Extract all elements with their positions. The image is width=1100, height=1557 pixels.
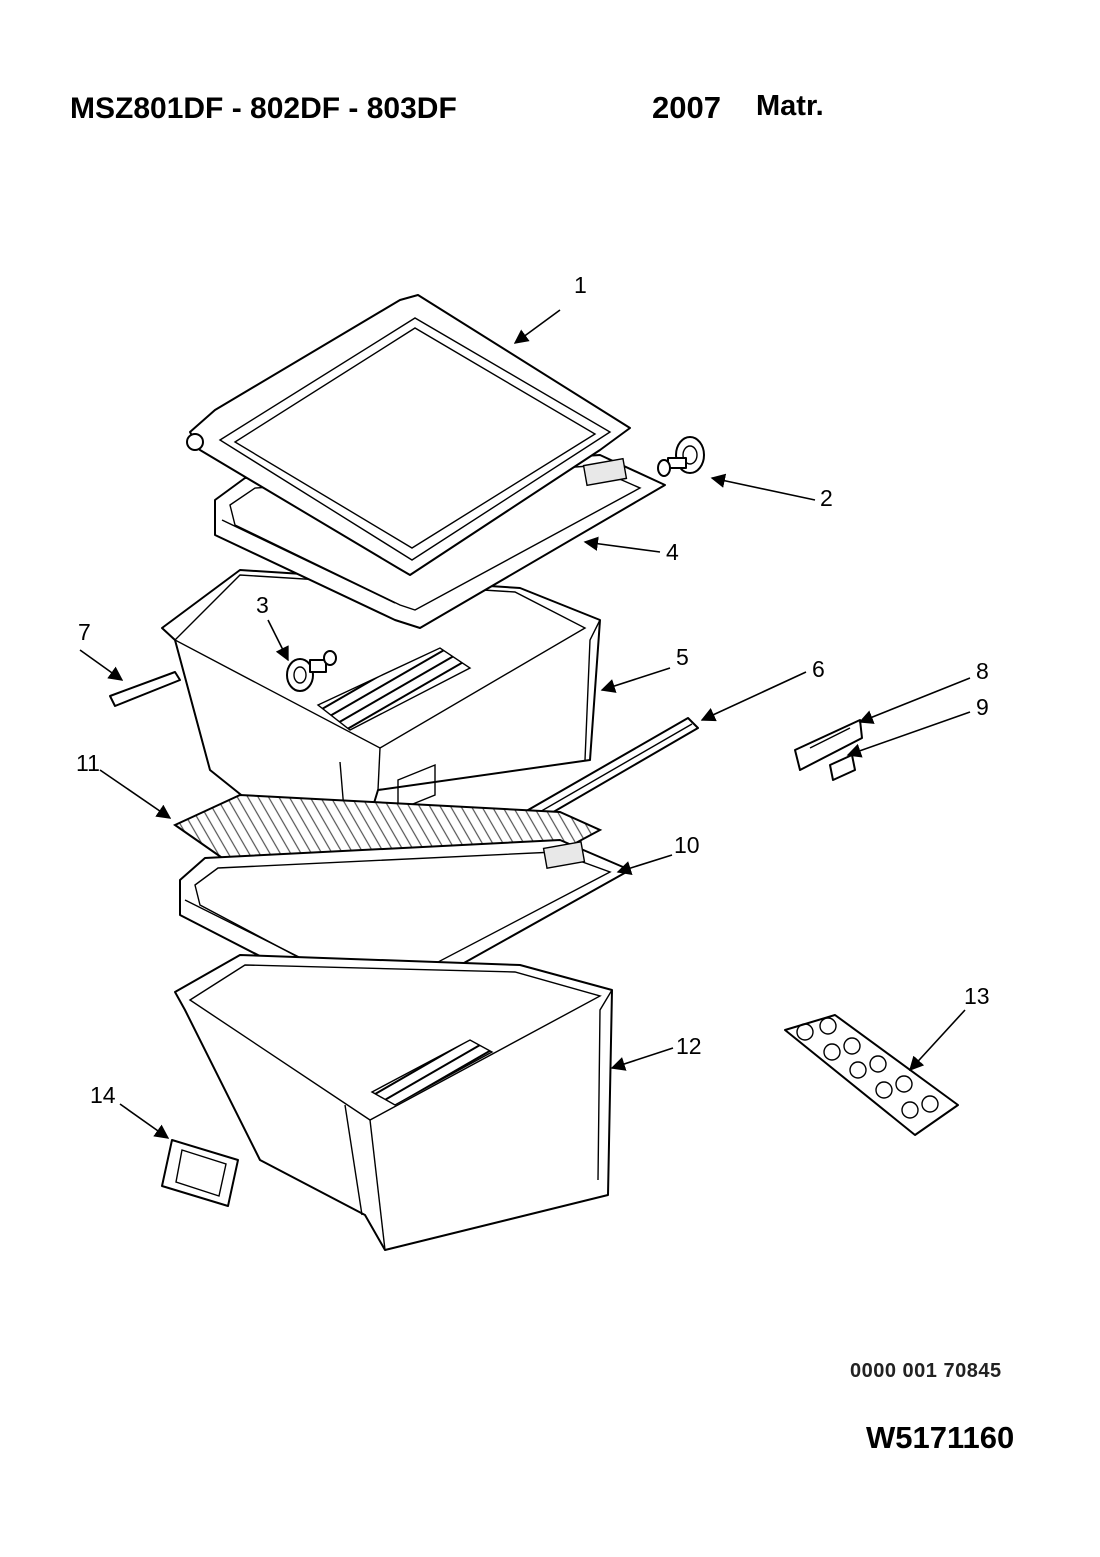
egg-tray <box>784 1014 959 1136</box>
callout-7: 7 <box>78 619 91 645</box>
label-frame <box>161 1139 239 1207</box>
callout-5: 5 <box>676 644 689 670</box>
side-rail-left <box>109 671 181 707</box>
clip-assembly <box>794 719 863 781</box>
humidity-knob-right <box>657 436 705 477</box>
callout-2: 2 <box>820 485 833 511</box>
year-label: 2007 <box>652 90 721 125</box>
callout-4: 4 <box>666 539 679 565</box>
callout-13: 13 <box>964 983 990 1009</box>
matr-label: Matr. <box>756 90 824 122</box>
callout-11: 11 <box>76 750 100 776</box>
callout-3: 3 <box>256 592 269 618</box>
callout-6: 6 <box>812 656 825 682</box>
callout-1: 1 <box>574 272 587 298</box>
callout-14: 14 <box>90 1082 116 1108</box>
callout-9: 9 <box>976 694 989 720</box>
upper-glass-shelf <box>186 294 631 576</box>
part-number: W5171160 <box>866 1420 1015 1455</box>
callout-10: 10 <box>674 832 700 858</box>
callout-8: 8 <box>976 658 989 684</box>
catalog-code: 0000 001 70845 <box>850 1360 1002 1382</box>
model-title: MSZ801DF - 802DF - 803DF <box>70 92 457 125</box>
callout-12: 12 <box>676 1033 702 1059</box>
leader-lines <box>79 309 971 1139</box>
humidity-knob-left <box>286 650 337 692</box>
lower-crisper-drawer <box>174 954 613 1251</box>
